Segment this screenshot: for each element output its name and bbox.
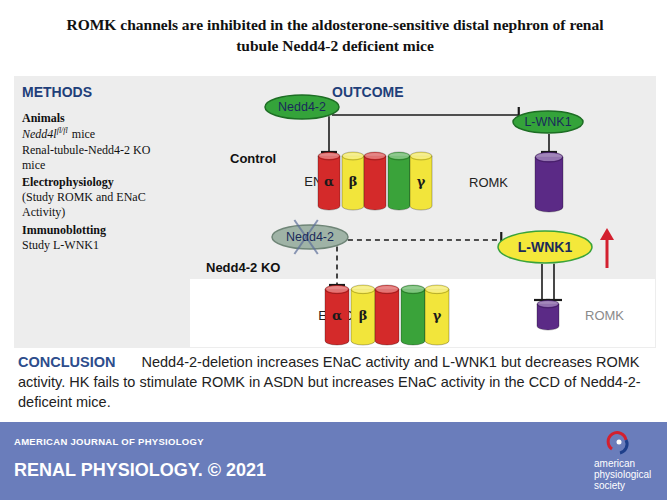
section-heading: OUTCOME — [332, 84, 404, 100]
channel-subunit: γ — [388, 152, 432, 210]
subunit-letter: β — [349, 174, 358, 189]
subunit-letter: γ — [433, 308, 442, 323]
knockout-band — [190, 279, 655, 347]
inhibition-connector — [321, 116, 337, 152]
inhibition-connector — [546, 264, 562, 300]
node-text: Nedd4-2 — [286, 230, 334, 244]
journal-name: AMERICAN JOURNAL OF PHYSIOLOGY — [14, 436, 204, 447]
section-heading: CONCLUSION — [18, 354, 115, 370]
method-heading: Animals — [22, 111, 65, 126]
cylinder-shape — [388, 152, 432, 210]
increase-arrow — [600, 228, 614, 268]
conclusion-block: CONCLUSIONNedd4-2-deletion increases ENa… — [18, 352, 650, 412]
subunit-letter: α — [332, 308, 342, 323]
inhibition-connector — [534, 264, 550, 300]
node-text: L-WNK1 — [518, 239, 572, 255]
cylinder-shape — [535, 152, 563, 212]
journal-section: RENAL PHYSIOLOGY. © 2021 — [14, 460, 266, 481]
kinase-ellipse: L-WNK1 — [497, 230, 593, 264]
method-text: Renal-tubule-Nedd4-2 KO mice — [22, 143, 172, 173]
kinase-ellipse: L-WNK1 — [512, 110, 584, 134]
enzyme-ellipse: Nedd4-2 — [264, 94, 340, 120]
society-name: american physiological society — [594, 458, 664, 491]
gene-name: Nedd4l — [22, 127, 57, 141]
potassium-channel: ROMK — [537, 300, 559, 330]
channel-group: ENaCαβγ — [325, 285, 453, 345]
channel-subunit: α — [318, 152, 340, 210]
inhibition-connector — [329, 246, 345, 285]
channel-name: ROMK — [585, 308, 624, 323]
deleted-enzyme-ellipse: Nedd4-2 — [271, 224, 349, 250]
society-logo — [608, 433, 627, 453]
outcome-panel — [14, 76, 656, 348]
channel-subunit: α — [325, 285, 349, 345]
method-heading: Electrophysiology — [22, 175, 114, 190]
subunit-letter: α — [324, 174, 334, 189]
inhibition-connector — [541, 134, 557, 152]
inhibition-connector — [348, 232, 501, 248]
node-text: Nedd4-2 — [278, 100, 326, 114]
condition-label: Control — [230, 151, 276, 166]
channel-subunit: β — [351, 285, 399, 345]
cylinder-shape — [342, 152, 386, 210]
section-heading: METHODS — [22, 84, 92, 100]
channel-subunit: γ — [401, 285, 449, 345]
method-text: (Study ROMK and ENaC Activity) — [22, 190, 152, 220]
cylinder-shape — [401, 285, 449, 345]
channel-group: ENaCαβγ — [318, 152, 434, 210]
condition-label: Nedd4-2 KO — [206, 260, 280, 275]
journal-footer — [0, 422, 667, 500]
channel-subunit: β — [342, 152, 386, 210]
subunit-letter: γ — [417, 174, 426, 189]
method-text-line: Nedd4lfl/fl mice — [22, 126, 95, 142]
figure-title: ROMK channels are inhibited in the aldos… — [55, 14, 615, 56]
method-heading: Immunoblotting — [22, 223, 106, 238]
cylinder-shape — [351, 285, 399, 345]
node-text: L-WNK1 — [524, 115, 571, 129]
method-text: mice — [72, 127, 95, 141]
allele-superscript: fl/fl — [57, 126, 68, 135]
inhibition-connector — [332, 107, 519, 123]
potassium-channel: ROMK — [535, 152, 563, 212]
method-text: Study L-WNK1 — [22, 238, 99, 253]
subunit-letter: β — [359, 308, 368, 323]
channel-name: ROMK — [469, 175, 508, 190]
cylinder-shape — [537, 300, 559, 330]
